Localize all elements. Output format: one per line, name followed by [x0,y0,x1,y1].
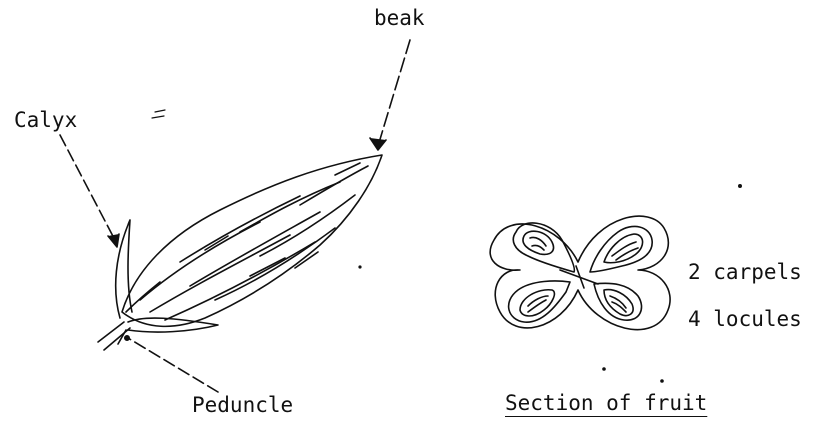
calyx-leader [60,135,119,247]
carpels-label: 2 carpels [688,262,802,283]
fruit-body [122,155,382,326]
peduncle-label: Peduncle [192,395,293,416]
scan-specks [152,110,741,382]
beak-label: beak [374,8,425,29]
calyx-label: Calyx [14,110,77,131]
peduncle-leader [125,336,218,392]
fruit-cross-section [490,216,670,329]
section-caption: Section of fruit [505,393,707,414]
beak-leader [370,40,410,150]
calyx-sepals [116,220,218,332]
locules-label: 4 locules [688,309,802,330]
